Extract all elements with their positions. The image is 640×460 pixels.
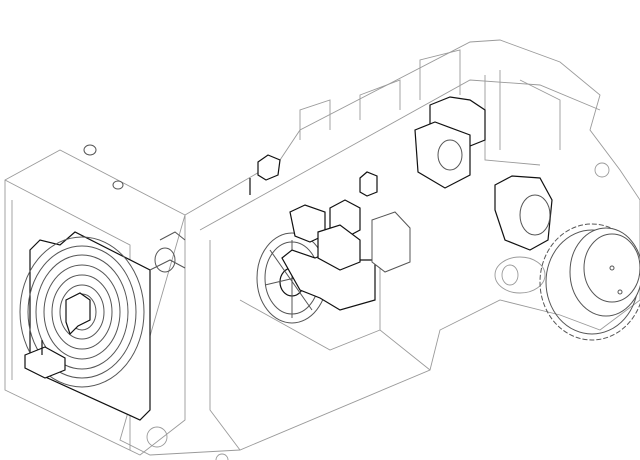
cooling-fan <box>19 236 145 388</box>
sensor-block <box>24 340 66 379</box>
sprocket <box>539 223 640 341</box>
control-valve <box>249 154 378 197</box>
machine-frame <box>119 39 640 460</box>
travel-motor <box>494 175 553 251</box>
hydrostatic-pump <box>256 199 411 324</box>
radiator <box>4 144 186 456</box>
drive-motor <box>414 96 486 189</box>
